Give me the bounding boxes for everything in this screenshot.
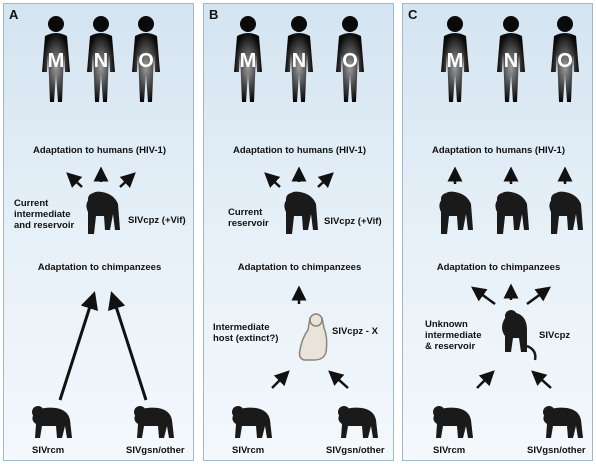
arrow-to-chimp-o xyxy=(527,288,549,304)
human-label-m: M xyxy=(236,50,260,73)
adaptation-chimps-label: Adaptation to chimpanzees xyxy=(204,262,395,273)
arrow-to-chimp-m xyxy=(473,288,495,304)
adaptation-humans-label: Adaptation to humans (HIV-1) xyxy=(403,145,594,156)
reservoir-label-line-2: intermediate xyxy=(14,209,71,220)
arrow-to-human-o xyxy=(318,174,332,187)
arrow-from-rcm xyxy=(272,372,288,388)
arrow-from-gsn xyxy=(533,372,551,388)
reservoir-label-line-1: Current xyxy=(228,207,262,218)
human-label-n: N xyxy=(89,50,113,73)
adaptation-chimps-label: Adaptation to chimpanzees xyxy=(4,262,195,273)
reservoir-label-line-2: reservoir xyxy=(228,218,269,229)
monkey-icon-gsn xyxy=(543,406,583,438)
left-monkey-label: SIVrcm xyxy=(232,445,264,456)
monkey-icon-gsn xyxy=(338,406,378,438)
panel-b: B xyxy=(203,3,394,461)
arrow-to-human-o xyxy=(120,174,134,187)
human-label-n: N xyxy=(499,50,523,73)
human-label-o: O xyxy=(553,50,577,73)
human-label-o: O xyxy=(134,50,158,73)
arrow-to-human-m xyxy=(68,174,82,187)
human-label-n: N xyxy=(287,50,311,73)
human-label-o: O xyxy=(338,50,362,73)
host-label-line-2: host (extinct?) xyxy=(213,333,278,344)
arrow-to-human-m xyxy=(266,174,280,187)
adaptation-chimps-label: Adaptation to chimpanzees xyxy=(403,262,594,273)
right-monkey-label: SIVgsn/other xyxy=(527,445,586,456)
arrow-from-gsn xyxy=(330,372,348,388)
right-monkey-label: SIVgsn/other xyxy=(126,445,185,456)
human-label-m: M xyxy=(443,50,467,73)
monkey-icon-gsn xyxy=(134,406,174,438)
unknown-label-line-1: Unknown xyxy=(425,319,468,330)
unknown-label-line-3: & reservoir xyxy=(425,341,475,352)
left-monkey-label: SIVrcm xyxy=(433,445,465,456)
monkey-virus-label: SIVcpz xyxy=(539,330,570,341)
chimpanzee-icon-o xyxy=(549,192,583,234)
chimp-virus-label: SIVcpz (+Vif) xyxy=(128,215,186,226)
chimpanzee-icon-m xyxy=(439,192,473,234)
panel-c: C xyxy=(402,3,593,461)
extinct-host-icon xyxy=(300,314,327,360)
arrow-from-rcm xyxy=(477,372,493,388)
adaptation-humans-label: Adaptation to humans (HIV-1) xyxy=(4,145,195,156)
host-virus-label: SIVcpz - X xyxy=(332,326,378,337)
human-label-m: M xyxy=(44,50,68,73)
chimp-virus-label: SIVcpz (+Vif) xyxy=(324,216,382,227)
adaptation-humans-label: Adaptation to humans (HIV-1) xyxy=(204,145,395,156)
arrow-from-gsn xyxy=(112,294,146,400)
left-monkey-label: SIVrcm xyxy=(32,445,64,456)
unknown-label-line-2: intermediate xyxy=(425,330,482,341)
monkey-icon-rcm xyxy=(32,406,72,438)
arrow-from-rcm xyxy=(60,294,94,400)
host-label-line-1: Intermediate xyxy=(213,322,270,333)
monkey-icon-rcm xyxy=(232,406,272,438)
chimpanzee-icon xyxy=(284,192,318,234)
right-monkey-label: SIVgsn/other xyxy=(326,445,385,456)
chimpanzee-icon xyxy=(86,192,120,234)
chimpanzee-icon-n xyxy=(495,192,529,234)
unknown-monkey-icon xyxy=(502,310,535,360)
panel-a: A xyxy=(3,3,194,461)
reservoir-label-line-3: and reservoir xyxy=(14,220,74,231)
reservoir-label-line-1: Current xyxy=(14,198,48,209)
monkey-icon-rcm xyxy=(433,406,473,438)
